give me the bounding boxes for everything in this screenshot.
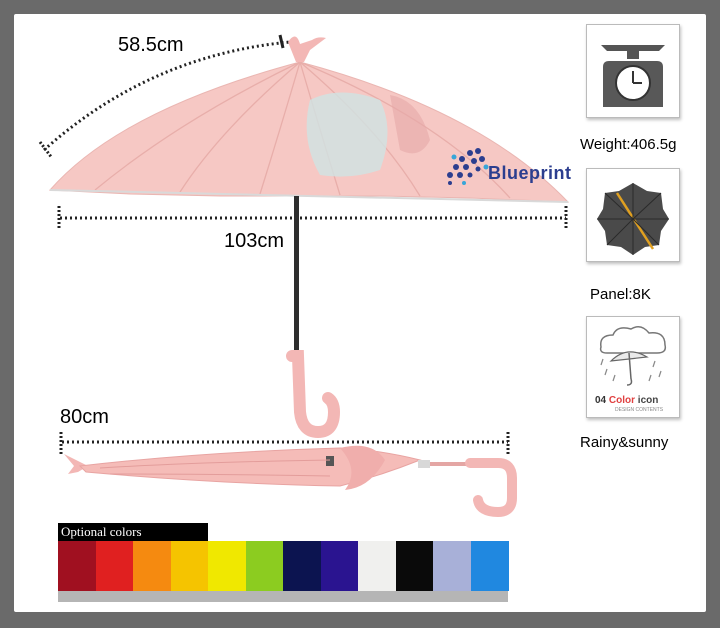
panel-label: Panel:8K [590, 286, 651, 303]
color-swatch[interactable] [133, 541, 171, 591]
canopy-print [306, 92, 388, 177]
swatch-base-bar [58, 591, 508, 602]
weight-card [586, 24, 680, 118]
color-swatch[interactable] [283, 541, 321, 591]
arc-dimension-line [42, 40, 291, 152]
color-swatch[interactable] [95, 541, 134, 591]
umbrella-tip [288, 36, 326, 62]
umbrella-top-icon [597, 183, 669, 255]
rain-cloud-umbrella-icon [599, 326, 667, 386]
color-swatch[interactable] [208, 541, 246, 591]
folded-handle [465, 458, 517, 518]
width-length-label: 103cm [224, 230, 285, 252]
color-icon-word-b: icon [637, 395, 659, 406]
color-swatch[interactable] [395, 541, 434, 591]
color-icon-number: 04 [595, 395, 607, 406]
color-swatch[interactable] [58, 541, 96, 591]
color-icon-subtitle: DESIGN CONTENTS [615, 407, 664, 413]
folded-shaft [430, 462, 490, 466]
color-icon-title: 04 Color icon [595, 395, 658, 406]
color-swatch[interactable] [170, 541, 209, 591]
umbrella-handle [286, 350, 341, 439]
arc-length-label: 58.5cm [118, 34, 184, 56]
blueprint-logo-mark [447, 148, 489, 185]
blueprint-logo-text: Blueprint [488, 163, 572, 183]
rainy-sunny-label: Rainy&sunny [580, 434, 669, 451]
panel-card [586, 168, 680, 262]
color-icon-word-a: Color [608, 395, 636, 406]
color-swatch[interactable] [433, 541, 471, 591]
umbrella-shaft [294, 196, 299, 356]
arc-dimension-tick-left [38, 141, 54, 159]
optional-colors-label: Optional colors [58, 523, 208, 541]
rainy-sunny-card: 04 Color icon DESIGN CONTENTS [586, 316, 680, 418]
weight-label: Weight:406.5g [580, 136, 677, 153]
color-swatch[interactable] [358, 541, 396, 591]
color-swatch[interactable] [245, 541, 284, 591]
arc-dimension-tick-right [278, 34, 285, 49]
folded-tip [64, 454, 88, 474]
color-swatch[interactable] [470, 541, 509, 591]
folded-length-label: 80cm [60, 406, 109, 428]
color-swatch[interactable] [320, 541, 359, 591]
scale-icon [601, 45, 665, 107]
